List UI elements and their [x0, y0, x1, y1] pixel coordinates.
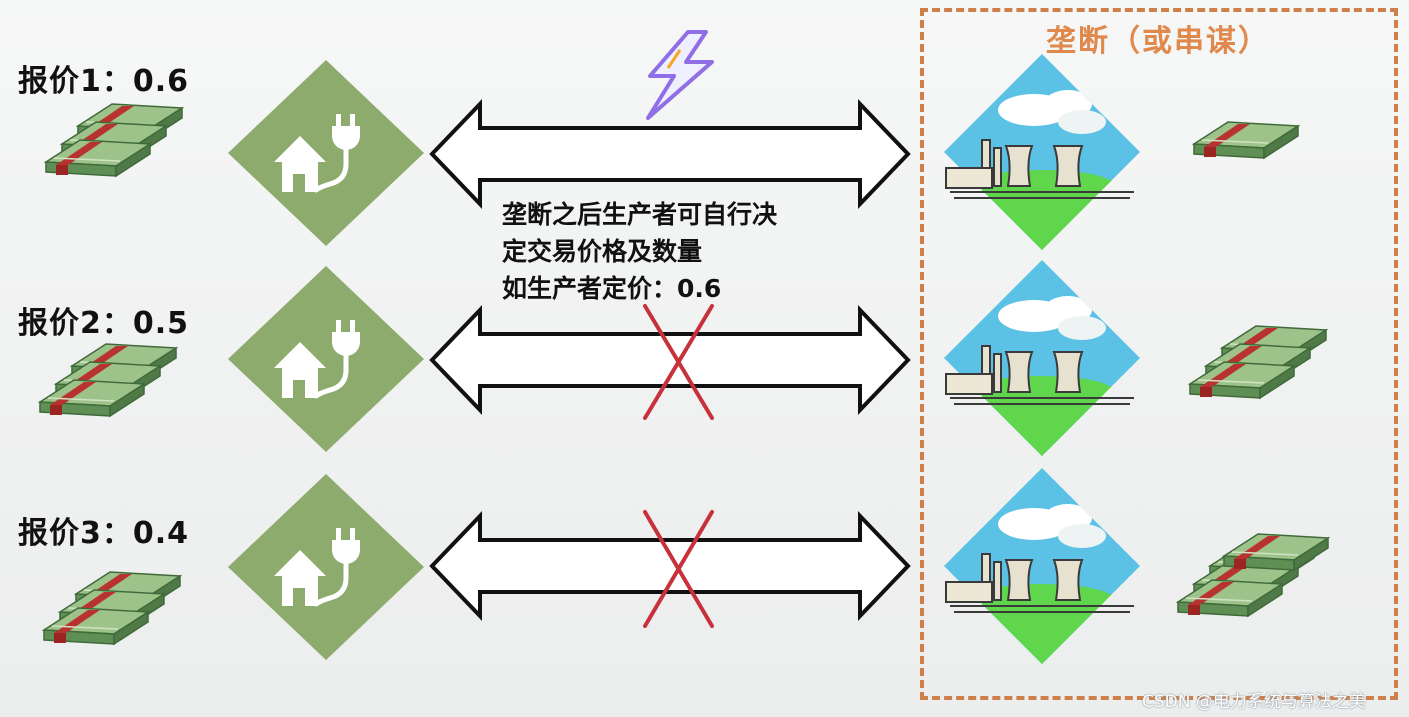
consumer-node-1 [228, 60, 424, 246]
monopoly-note: 垄断之后生产者可自行决 定交易价格及数量 如生产者定价：0.6 [502, 196, 862, 307]
lightning-icon [648, 32, 712, 118]
consumer-node-2 [228, 266, 424, 452]
price-label-1: 报价1：0.6 [18, 56, 189, 100]
money-stack-icon [40, 344, 176, 416]
trade-arrow-1 [432, 104, 908, 204]
watermark: CSDN @电力系统与算法之美 [1142, 687, 1366, 712]
consumer-node-3 [228, 474, 424, 660]
price-label-2: 报价2：0.5 [18, 298, 189, 342]
money-stack-icon [46, 104, 182, 176]
note-line-1: 垄断之后生产者可自行决 [502, 196, 862, 233]
trade-arrow-2 [432, 310, 908, 410]
trade-arrow-3 [432, 516, 908, 616]
note-line-3: 如生产者定价：0.6 [502, 270, 862, 307]
monopoly-group-border [920, 8, 1398, 700]
note-line-2: 定交易价格及数量 [502, 233, 862, 270]
price-label-3: 报价3：0.4 [18, 508, 189, 552]
money-stack-icon [44, 572, 180, 644]
monopoly-title: 垄断（或串谋） [1046, 16, 1270, 60]
